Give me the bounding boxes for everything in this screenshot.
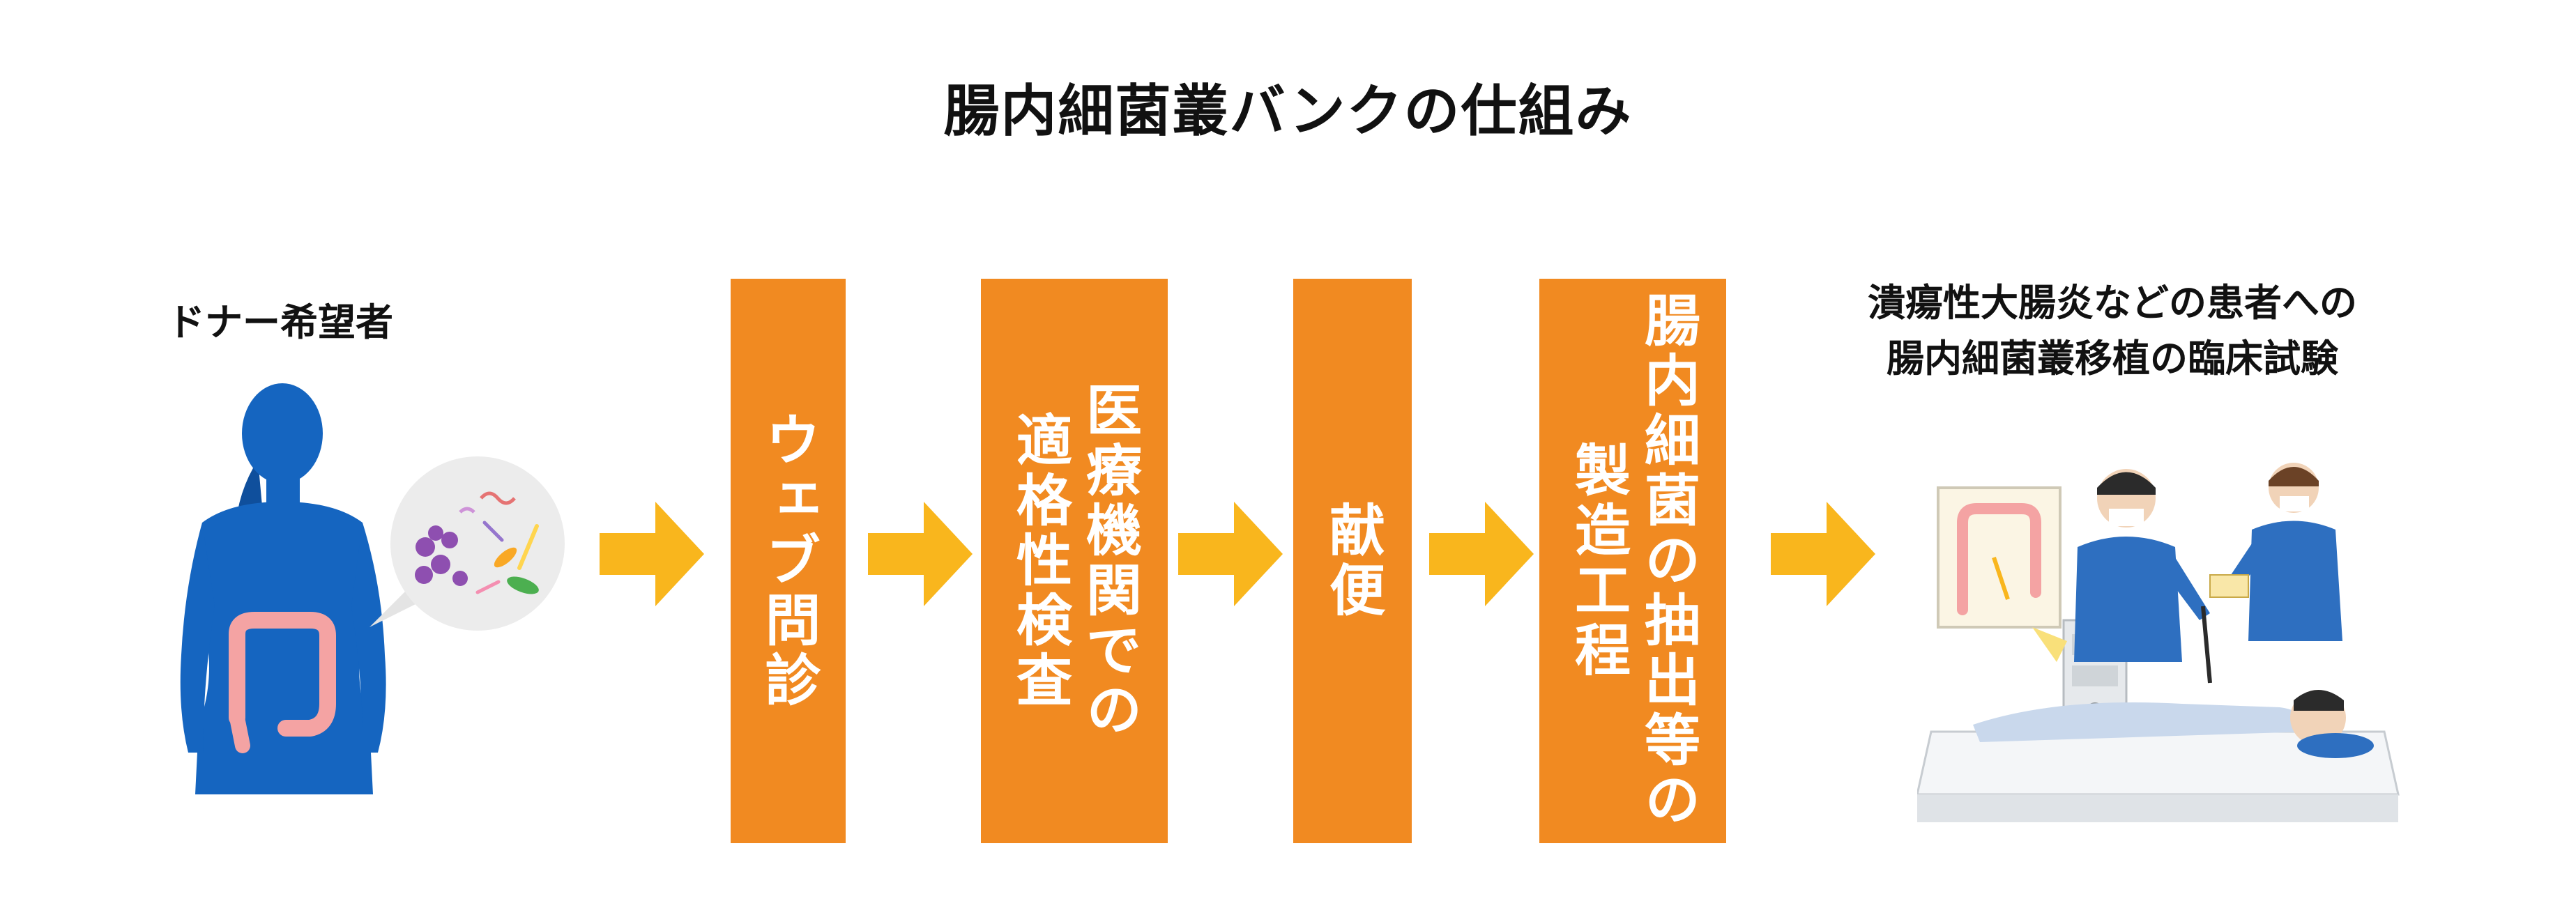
step-eligibility-test-line-2: 適格性検査 <box>1005 411 1074 711</box>
arrow-right-icon <box>868 502 973 606</box>
step-stool-donation-text: 献便 <box>1318 501 1387 621</box>
step-manufacturing-line-2: 製造工程 <box>1563 441 1633 681</box>
clinical-trial-label-line-2: 腸内細菌叢移植の臨床試験 <box>1764 331 2461 387</box>
page-title: 腸内細菌叢バンクの仕組み <box>0 66 2576 147</box>
step-web-interview: ウェブ問診 <box>731 279 846 843</box>
arrow-right-icon <box>1429 502 1534 606</box>
step-stool-donation: 献便 <box>1293 279 1412 843</box>
arrow-right-icon <box>600 502 704 606</box>
clinical-trial-label-line-1: 潰瘍性大腸炎などの患者への <box>1764 275 2461 331</box>
step-eligibility-test-line-1: 医療機関での <box>1074 381 1144 741</box>
donor-label: ドナー希望者 <box>167 291 393 346</box>
arrow-right-icon <box>1771 502 1875 606</box>
step-web-interview-text: ウェブ問診 <box>754 411 823 711</box>
arrow-right-icon <box>1178 502 1283 606</box>
step-eligibility-test: 医療機関での 適格性検査 <box>981 279 1168 843</box>
step-manufacturing-line-1: 腸内細菌の抽出等の <box>1633 291 1702 831</box>
colonoscopy-scene-icon <box>1917 432 2405 829</box>
donor-silhouette-icon <box>160 376 565 794</box>
clinical-trial-label: 潰瘍性大腸炎などの患者への 腸内細菌叢移植の臨床試験 <box>1764 275 2461 387</box>
step-manufacturing: 腸内細菌の抽出等の 製造工程 <box>1539 279 1726 843</box>
